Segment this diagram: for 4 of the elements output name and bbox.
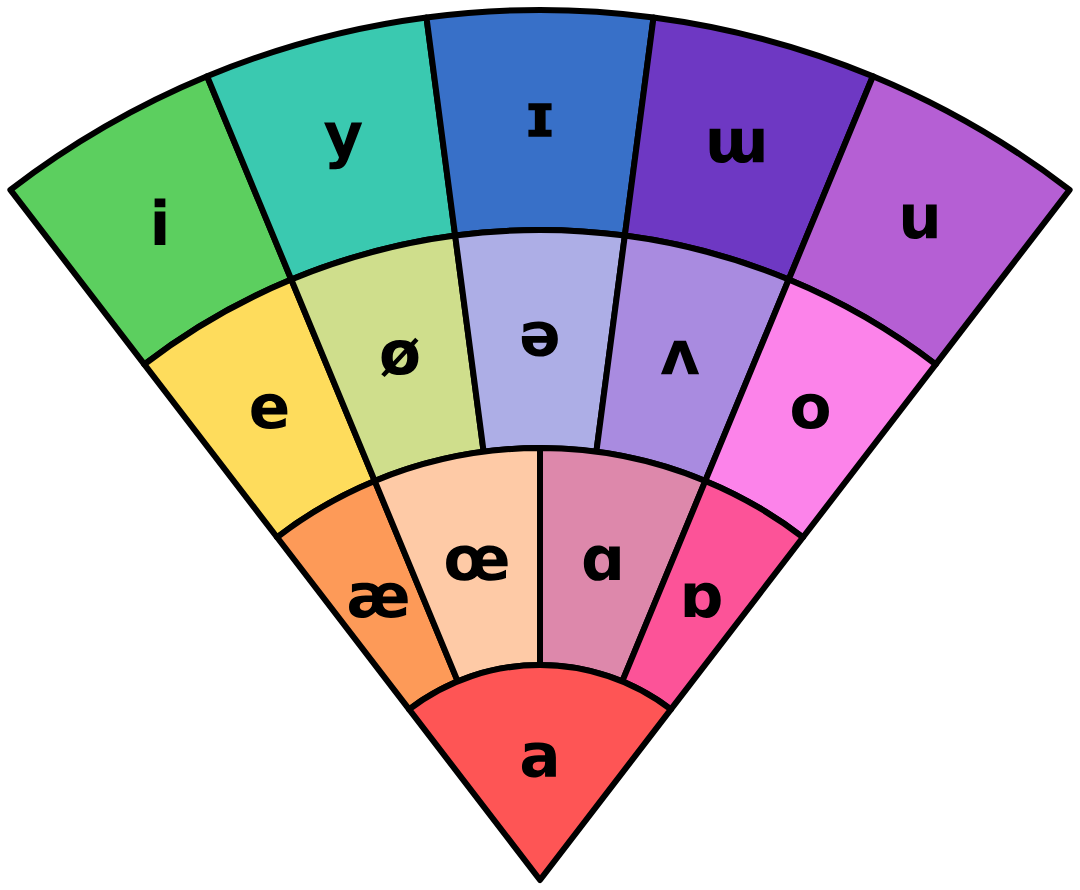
vowel-cell: o [702,276,939,541]
vowel-cell: ɒ [619,477,806,713]
vowel-cell: a [406,662,674,883]
vowel-cell: u [785,73,1073,368]
